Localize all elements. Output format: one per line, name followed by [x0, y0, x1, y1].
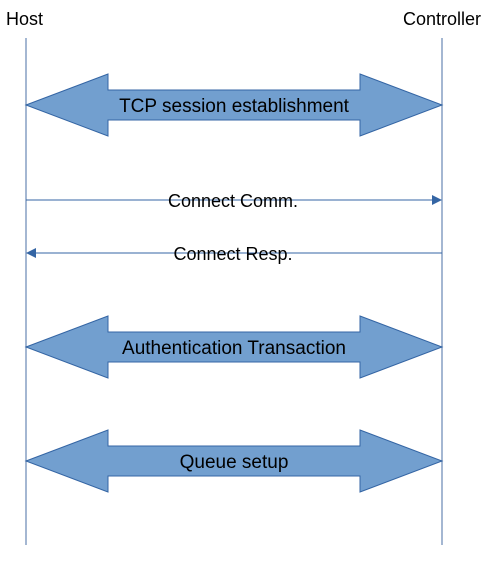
- queue-setup-exchange: Queue setup: [24, 429, 444, 493]
- queue-setup-label: Queue setup: [180, 452, 289, 473]
- arrowhead-right-icon: [432, 195, 442, 205]
- arrowhead-left-icon: [26, 248, 36, 258]
- connect-command-label: Connect Comm.: [168, 191, 298, 211]
- double-arrow-shape: [24, 315, 444, 379]
- tcp-session-label: TCP session establishment: [119, 96, 350, 117]
- connect-command-message: Connect Comm.: [26, 191, 442, 211]
- tcp-session-exchange: TCP session establishment: [24, 73, 444, 137]
- controller-label: Controller: [403, 9, 481, 29]
- authentication-label: Authentication Transaction: [122, 338, 346, 359]
- connect-response-label: Connect Resp.: [173, 244, 292, 264]
- authentication-exchange: Authentication Transaction: [24, 315, 444, 379]
- double-arrow-shape: [24, 73, 444, 137]
- double-arrow-shape: [24, 429, 444, 493]
- host-label: Host: [6, 9, 43, 29]
- connect-response-message: Connect Resp.: [26, 244, 442, 264]
